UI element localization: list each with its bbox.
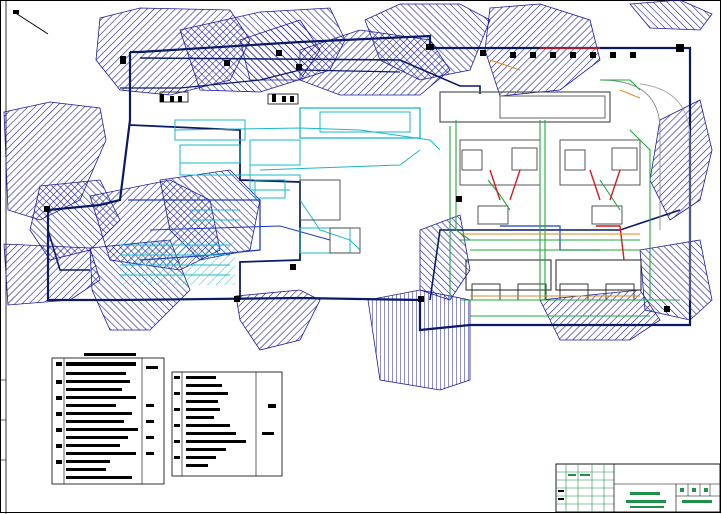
green-network: [449, 79, 680, 317]
hatch-zone-top-fan: [364, 3, 491, 81]
transformer-right: [591, 205, 623, 225]
main-loop-inner: [139, 57, 481, 94]
main-loop-outer: [46, 34, 692, 332]
cyan-network: [120, 107, 441, 285]
legend-table-1-rows: [56, 362, 158, 479]
cyan-unit-d: [299, 227, 351, 254]
unit-sub-3: [564, 149, 586, 171]
north-arrow: [13, 10, 49, 35]
cyan-line-5: [259, 149, 421, 171]
cyan-unit-c: [249, 139, 301, 166]
hatch-zone-top-right: [484, 3, 601, 97]
long-building: [439, 91, 611, 123]
switchgear-left: [465, 259, 552, 291]
cyan-building-main: [299, 107, 421, 139]
main-branch-left: [47, 210, 90, 271]
grey-building-small: [329, 227, 361, 254]
tank-top-2: [267, 93, 299, 105]
cyan-line-1: [174, 127, 441, 151]
main-network: [46, 34, 692, 332]
cyan-line-4: [249, 165, 290, 191]
legend-table-2-rows: [174, 376, 276, 467]
unit-sub-4: [611, 147, 638, 171]
grey-building-left: [299, 179, 341, 221]
title-block: [555, 463, 721, 513]
unit-sub-2: [511, 147, 538, 171]
transformer-left: [477, 205, 509, 225]
switchgear-right: [555, 259, 642, 291]
hatch-zone-mid: [159, 169, 261, 261]
control-building: [499, 95, 606, 119]
equipment: [159, 79, 691, 301]
main-branch-plant: [429, 209, 681, 301]
main-branch-top: [120, 69, 401, 89]
hatch-zone-bottom-center: [235, 289, 321, 351]
cyan-building-upper: [319, 111, 411, 133]
equipment-markers: [44, 44, 684, 312]
legend-table-2: [171, 371, 283, 477]
road-curve: [639, 83, 691, 300]
site-boundary-curve: [599, 79, 661, 230]
red-network: [489, 47, 625, 261]
unit-block-right: [559, 139, 641, 186]
hatch-zone-bottom-right: [539, 289, 661, 341]
orange-network: [460, 59, 641, 297]
cyan-line-3: [299, 199, 361, 251]
hatch-zone-left-bottom: [3, 243, 101, 306]
secondary-blue-2: [149, 225, 331, 241]
hatch-zone-corner-right: [629, 0, 713, 31]
legend-table-1: [51, 353, 165, 485]
cyan-unit-e: [254, 179, 286, 199]
unit-sub-1: [461, 149, 483, 171]
cyan-hatched-area: [120, 240, 235, 285]
